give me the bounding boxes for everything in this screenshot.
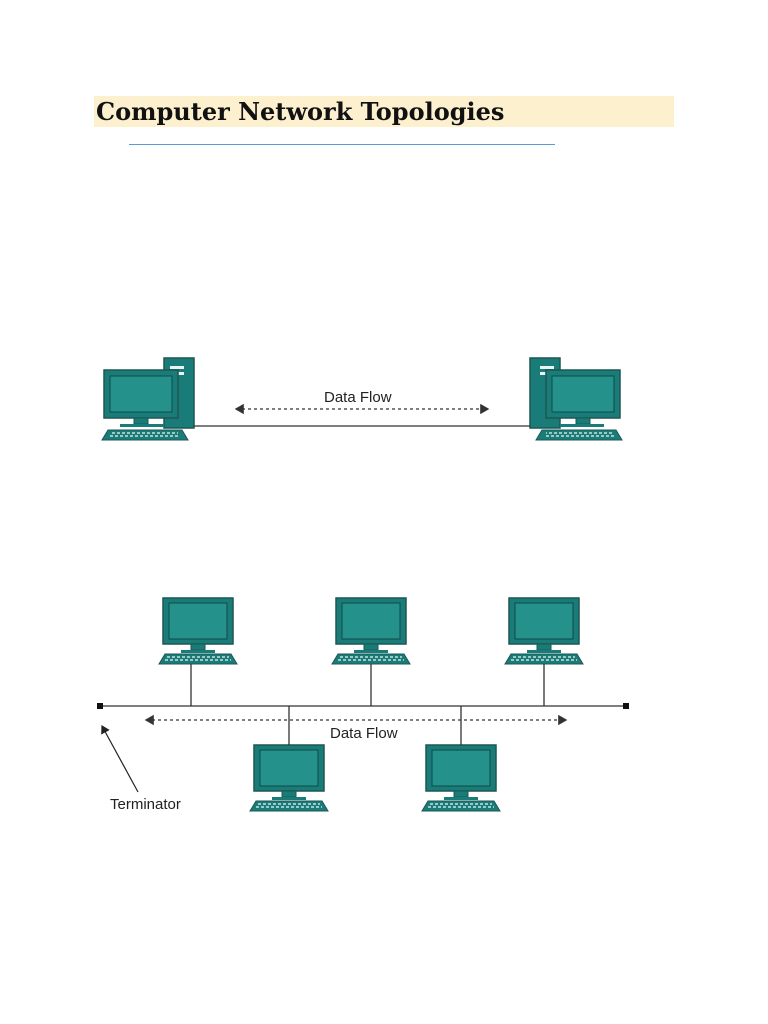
- terminator-pointer: [101, 724, 139, 793]
- drop-cables: [190, 664, 545, 745]
- bus-data-flow-label: Data Flow: [330, 725, 398, 742]
- title-underline: [129, 144, 555, 145]
- computer-left: [101, 357, 195, 441]
- bus-computer-top-3: [504, 597, 584, 665]
- computer-right: [529, 357, 623, 441]
- terminator-label: Terminator: [110, 796, 181, 813]
- terminator-left: [97, 703, 103, 709]
- bus-computer-top-2: [331, 597, 411, 665]
- point-to-point-diagram: Data Flow: [101, 357, 623, 441]
- bus-computer-top-1: [158, 597, 238, 665]
- data-flow-label: Data Flow: [324, 389, 392, 406]
- title-highlight: Computer Network Topologies: [94, 96, 674, 127]
- bus-computer-bottom-1: [249, 744, 329, 812]
- terminator-right: [623, 703, 629, 709]
- bus-topology-diagram: Data Flow Terminator: [97, 597, 629, 813]
- bus-computer-bottom-2: [421, 744, 501, 812]
- page-title: Computer Network Topologies: [96, 97, 505, 126]
